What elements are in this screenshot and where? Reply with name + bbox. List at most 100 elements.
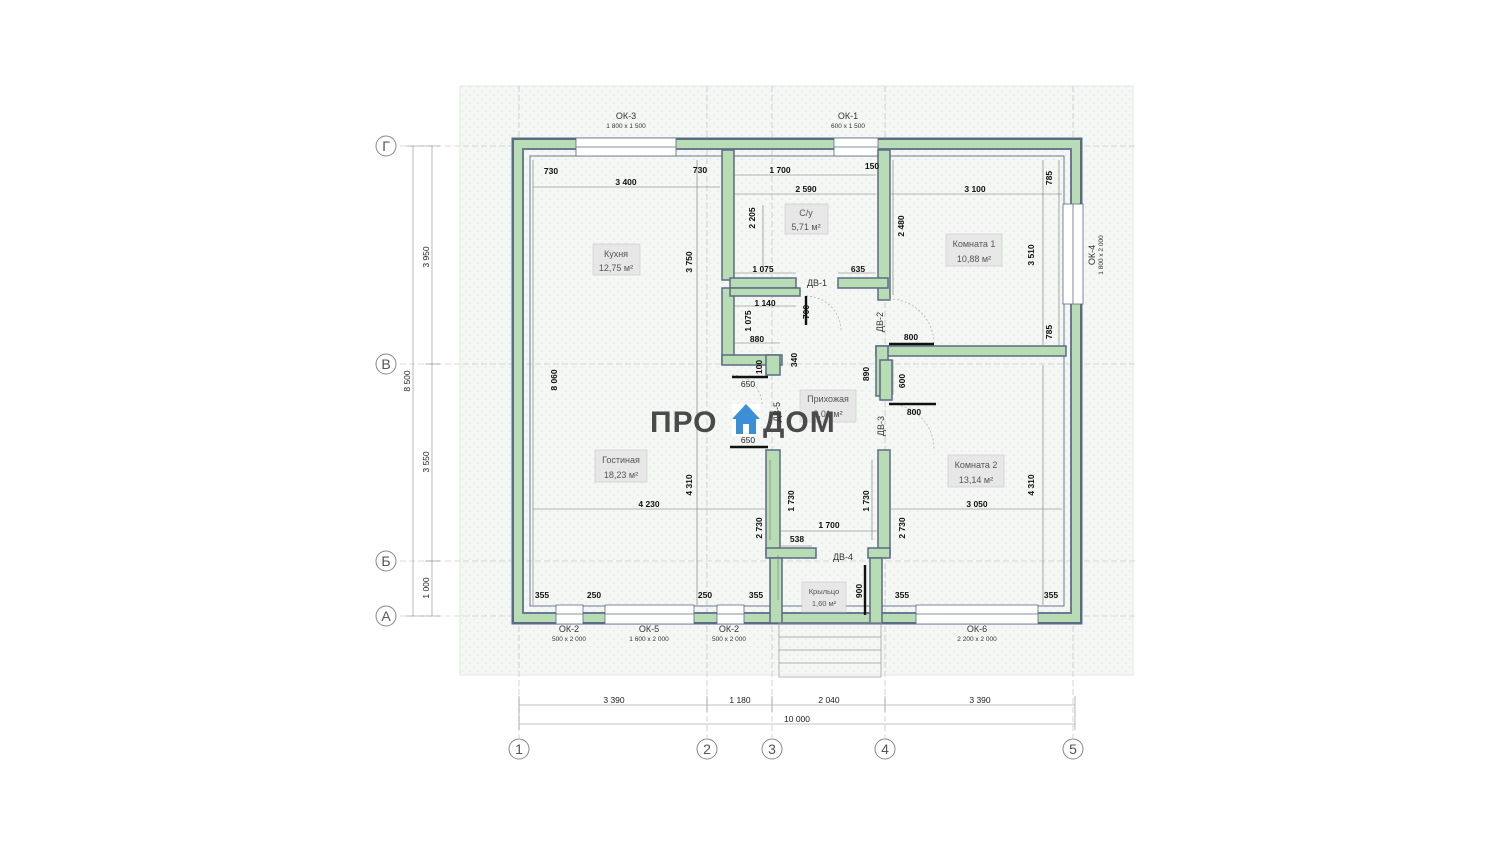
axis-label-column: 5	[1069, 741, 1077, 757]
dim-text: 4 310	[1026, 474, 1036, 496]
dim-text: 730	[693, 165, 707, 175]
left-dim-3: 1 000	[421, 577, 431, 599]
dim-text: 730	[544, 166, 558, 176]
axis-label-column: 2	[703, 741, 711, 757]
window-size-ok3: 1 800 х 1 500	[606, 123, 646, 130]
dim-text: 1 075	[752, 264, 774, 274]
bottom-dim-3: 2 040	[818, 695, 840, 705]
site-area	[459, 85, 1134, 676]
axis-marker-row: Б	[375, 550, 397, 572]
axis-marker-column: 4	[874, 738, 896, 760]
dim-text: 1 700	[769, 165, 791, 175]
dim-text: 2 480	[896, 215, 906, 237]
dim-text: 250	[587, 590, 601, 600]
dim-text: 1 140	[754, 298, 776, 308]
dim-text: 340	[789, 353, 799, 367]
dim-text: 900	[854, 584, 864, 598]
dim-text: 355	[749, 590, 763, 600]
door-label-dv2: ДВ-2	[875, 312, 885, 332]
dim-text: 880	[750, 334, 764, 344]
dim-text: 600	[897, 374, 907, 388]
room-name-room-2: Комната 2	[955, 460, 998, 470]
axis-label-row: А	[381, 608, 391, 624]
window-code-ok6: ОК-6	[967, 624, 987, 634]
axis-label-column: 1	[515, 741, 523, 757]
dim-text: 2 730	[897, 517, 907, 539]
axis-marker-column: 3	[761, 738, 783, 760]
dim-text: 1 730	[861, 490, 871, 512]
window-size-ok2-left: 500 х 2 000	[552, 636, 586, 643]
window-size-ok4: 1 800 х 2 000	[1098, 235, 1105, 275]
window-code-ok5: ОК-5	[639, 624, 659, 634]
room-name-kitchen: Кухня	[604, 249, 628, 259]
room-name-bathroom: С/у	[799, 208, 813, 218]
dim-text: 100	[754, 360, 764, 374]
room-label-boxes	[592, 203, 1005, 613]
left-dim-total: 8 500	[402, 370, 412, 392]
axis-marker-column: 5	[1062, 738, 1084, 760]
room-area-room-2: 13,14 м²	[959, 475, 993, 485]
window-labels: ОК-3 1 800 х 1 500 ОК-1 600 х 1 500 ОК-4…	[552, 111, 1105, 643]
dim-text: 150	[865, 161, 879, 171]
room-labels: Кухня 12,75 м² С/у 5,71 м² Комната 1 10,…	[599, 208, 997, 608]
dim-text: 4 310	[684, 474, 694, 496]
room-name-room-1: Комната 1	[953, 239, 996, 249]
logo-text-left: ПРО	[650, 406, 718, 439]
window-size-ok2-right: 500 х 2 000	[712, 636, 746, 643]
bottom-dim-1: 3 390	[603, 695, 625, 705]
window-size-ok6: 2 200 х 2 000	[957, 636, 997, 643]
dim-text: 635	[851, 264, 865, 274]
inner-walls	[721, 149, 1067, 624]
axis-marker-row: Г	[375, 135, 397, 157]
room-area-bathroom: 5,71 м²	[791, 222, 820, 232]
bottom-dimension-chain	[518, 696, 1076, 730]
window-size-ok5: 1 600 х 2 000	[629, 636, 669, 643]
dim-text: 3 400	[615, 177, 637, 187]
room-area-room-1: 10,88 м²	[957, 254, 991, 264]
dim-text: 250	[698, 590, 712, 600]
dim-text: 3 050	[966, 499, 988, 509]
room-area-porch: 1,60 м²	[812, 599, 837, 608]
dim-text: 1 730	[786, 490, 796, 512]
axis-bubbles: Г В Б А 1 2 3 4	[375, 135, 1084, 760]
room-name-hallway: Прихожая	[807, 394, 849, 404]
axis-marker-row: А	[375, 605, 397, 627]
dim-text: 1 700	[818, 520, 840, 530]
watermark-logo: ПРО ДОМ	[650, 404, 836, 439]
dim-text: 800	[907, 407, 921, 417]
dim-text: 3 100	[964, 184, 986, 194]
dim-text: 4 230	[638, 499, 660, 509]
room-area-hallway: 8,01 м²	[813, 409, 842, 419]
window-code-ok3: ОК-3	[616, 111, 636, 121]
left-dimension-chain	[406, 145, 440, 617]
axis-marker-column: 2	[696, 738, 718, 760]
room-area-living: 18,23 м²	[604, 470, 638, 480]
bottom-dim-total: 10 000	[784, 714, 810, 724]
dim-text: 785	[1044, 325, 1054, 339]
axis-marker-row: В	[375, 353, 397, 375]
dim-text: 538	[790, 534, 804, 544]
window-size-ok1: 600 х 1 500	[831, 123, 865, 130]
left-dim-1: 3 950	[421, 246, 431, 268]
dim-text: 2 590	[795, 184, 817, 194]
dim-text: 800	[904, 332, 918, 342]
dim-text: 650	[741, 379, 755, 389]
dim-text: 355	[895, 590, 909, 600]
door-label-dv4: ДВ-4	[833, 552, 853, 562]
logo-text-right: ДОМ	[763, 406, 836, 439]
door-label-dv3: ДВ-3	[876, 416, 886, 436]
left-dim-2: 3 550	[421, 451, 431, 473]
axis-marker-column: 1	[508, 738, 530, 760]
dim-text: 3 750	[684, 251, 694, 273]
dim-text: 355	[535, 590, 549, 600]
dim-text: 3 510	[1026, 244, 1036, 266]
axis-label-column: 4	[881, 741, 889, 757]
axis-label-column: 3	[768, 741, 776, 757]
house-icon	[732, 404, 760, 434]
dim-text: 785	[1044, 171, 1054, 185]
room-name-living: Гостиная	[602, 455, 640, 465]
axis-label-row: Б	[381, 553, 390, 569]
axis-label-row: В	[381, 356, 390, 372]
door-labels: ДВ-1 ДВ-2 ДВ-3 ДВ-4 ДВ-5	[772, 278, 886, 562]
